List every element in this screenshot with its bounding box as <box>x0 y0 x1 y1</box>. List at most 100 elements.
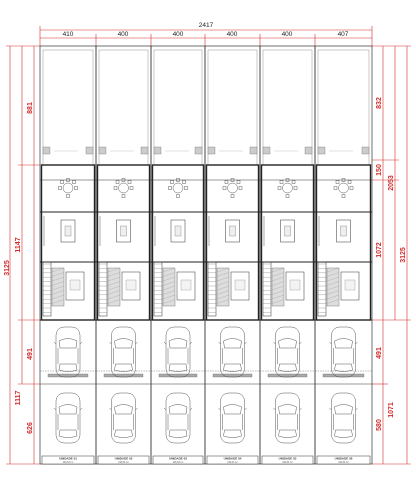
chair <box>121 194 126 198</box>
car-mirror <box>79 407 83 411</box>
car-mirror <box>109 341 112 345</box>
hatched-area <box>51 267 65 307</box>
gate-strip <box>103 373 144 378</box>
unit-area: 116,64 m² <box>173 461 184 464</box>
hatch-line <box>107 290 121 295</box>
fixture-box <box>194 146 203 155</box>
hatch-line <box>271 290 285 295</box>
unit-area: 116,64 m² <box>338 461 349 464</box>
car-rear-window <box>223 429 242 438</box>
room-box <box>230 271 250 301</box>
dining-table-icon <box>58 178 78 198</box>
hatch-line <box>107 299 121 304</box>
room-fixture <box>125 279 137 291</box>
room-fixture <box>69 279 81 291</box>
unit-label: UNIDADE 01 <box>59 457 77 461</box>
top-dimensions <box>39 26 373 46</box>
right-yard-dimension: 832 <box>376 97 383 109</box>
hatch-line <box>271 281 285 286</box>
car-icon <box>329 326 358 378</box>
table-top <box>338 182 349 194</box>
hatch-line <box>271 267 285 273</box>
living-table-icon <box>336 219 351 243</box>
hatch-line <box>51 267 65 273</box>
house-walls <box>151 164 205 321</box>
hatch-line <box>326 299 340 304</box>
car-windshield <box>114 404 133 415</box>
chair <box>238 186 243 190</box>
dining-table-icon <box>222 178 243 198</box>
chair <box>66 194 70 198</box>
chair <box>279 180 284 184</box>
car-icon <box>109 392 138 444</box>
hatch-line <box>162 294 176 300</box>
gate-strip <box>158 373 198 378</box>
right-house-dimension: 1072 <box>376 242 383 258</box>
lot-outline <box>95 45 152 465</box>
living-table-inner <box>120 225 127 237</box>
stair-outline <box>262 261 272 317</box>
hatch-line <box>216 285 230 291</box>
fixture-box <box>361 146 370 155</box>
hatch-line <box>271 285 285 291</box>
fixture-box <box>249 146 258 155</box>
chair <box>176 178 180 182</box>
hatched-area <box>216 267 230 307</box>
car-body <box>331 392 356 444</box>
hatch-line <box>271 294 285 300</box>
chair <box>285 194 290 198</box>
unit-label: UNIDADE 04 <box>224 457 242 461</box>
car-icon <box>53 326 83 378</box>
hatch-line <box>107 294 121 300</box>
hatched-area <box>271 267 285 307</box>
lot-outline <box>39 45 97 465</box>
chair <box>222 186 227 190</box>
room-box <box>176 271 196 301</box>
living-table-icon <box>170 219 186 243</box>
dining-table-icon <box>277 178 298 198</box>
fixture-box <box>140 146 149 155</box>
car-windshield <box>168 404 188 415</box>
living-table-inner <box>340 225 347 237</box>
car-rear-window <box>168 363 188 372</box>
car-icon <box>163 326 193 378</box>
room-box <box>340 271 360 301</box>
car-icon <box>109 326 138 378</box>
car-mirror <box>273 341 276 345</box>
hatch-line <box>162 267 176 273</box>
chair <box>129 186 134 190</box>
hatch-line <box>51 276 65 282</box>
chair <box>230 178 235 182</box>
car-icon <box>218 326 247 378</box>
living-table-inner <box>64 225 72 237</box>
hatch-line <box>162 276 176 282</box>
car-windshield <box>334 338 353 349</box>
hatch-line <box>216 290 230 295</box>
hatch-line <box>216 294 230 300</box>
car-icon <box>53 392 83 444</box>
fixture-box <box>153 146 162 155</box>
car-mirror <box>163 407 167 411</box>
chair <box>277 186 282 190</box>
left-parking-upper-dimension: 491 <box>27 348 34 360</box>
hatch-line <box>271 272 285 277</box>
gate-strip <box>212 373 253 378</box>
chair <box>115 180 120 184</box>
living-table-icon <box>225 219 240 243</box>
chair <box>182 180 186 184</box>
chair <box>224 180 229 184</box>
left-parking-dimension: 1117 <box>15 390 22 405</box>
car-icon <box>273 326 302 378</box>
car-body <box>275 392 300 444</box>
fixture-box <box>207 146 216 155</box>
hatched-area <box>107 267 121 307</box>
car-body <box>275 326 300 378</box>
room-box <box>285 271 305 301</box>
hatch-line <box>326 276 340 282</box>
living-table-inner <box>229 225 236 237</box>
car-mirror <box>189 407 193 411</box>
chair <box>335 180 340 184</box>
room-box <box>65 271 85 301</box>
